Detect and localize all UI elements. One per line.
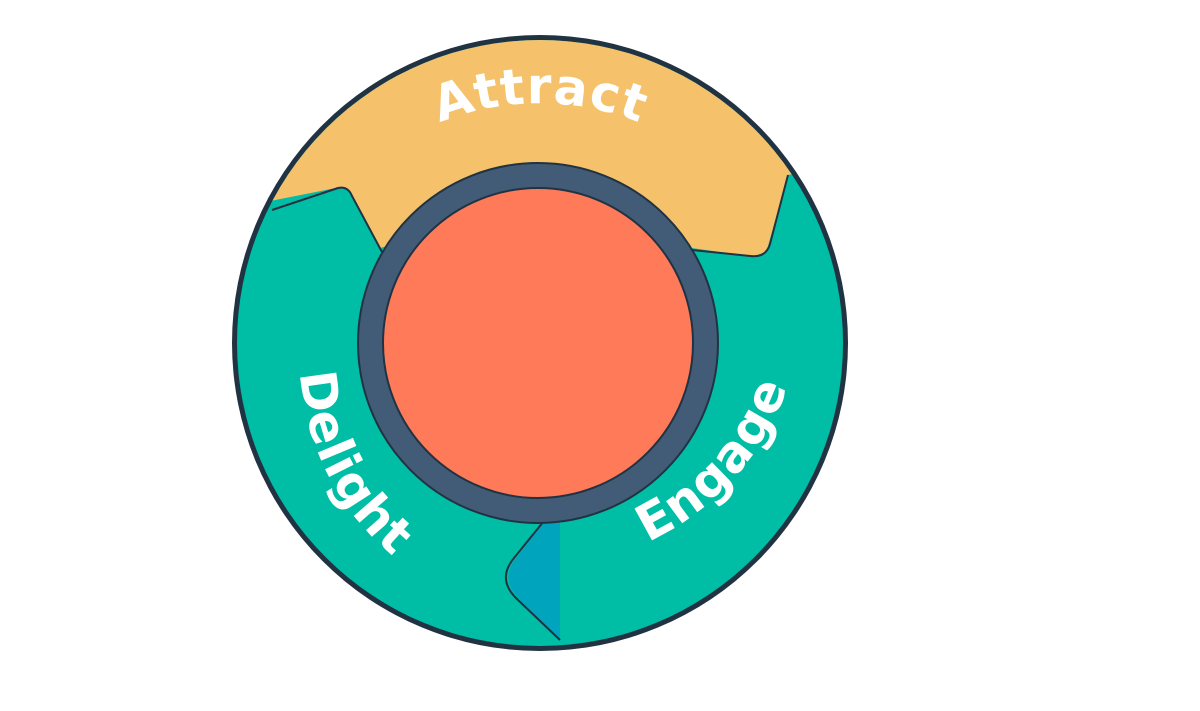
separator-attract-engage xyxy=(691,174,789,258)
separator-engage-delight xyxy=(505,515,561,641)
separator-attract-delight xyxy=(271,186,383,253)
hub-core xyxy=(382,187,694,499)
